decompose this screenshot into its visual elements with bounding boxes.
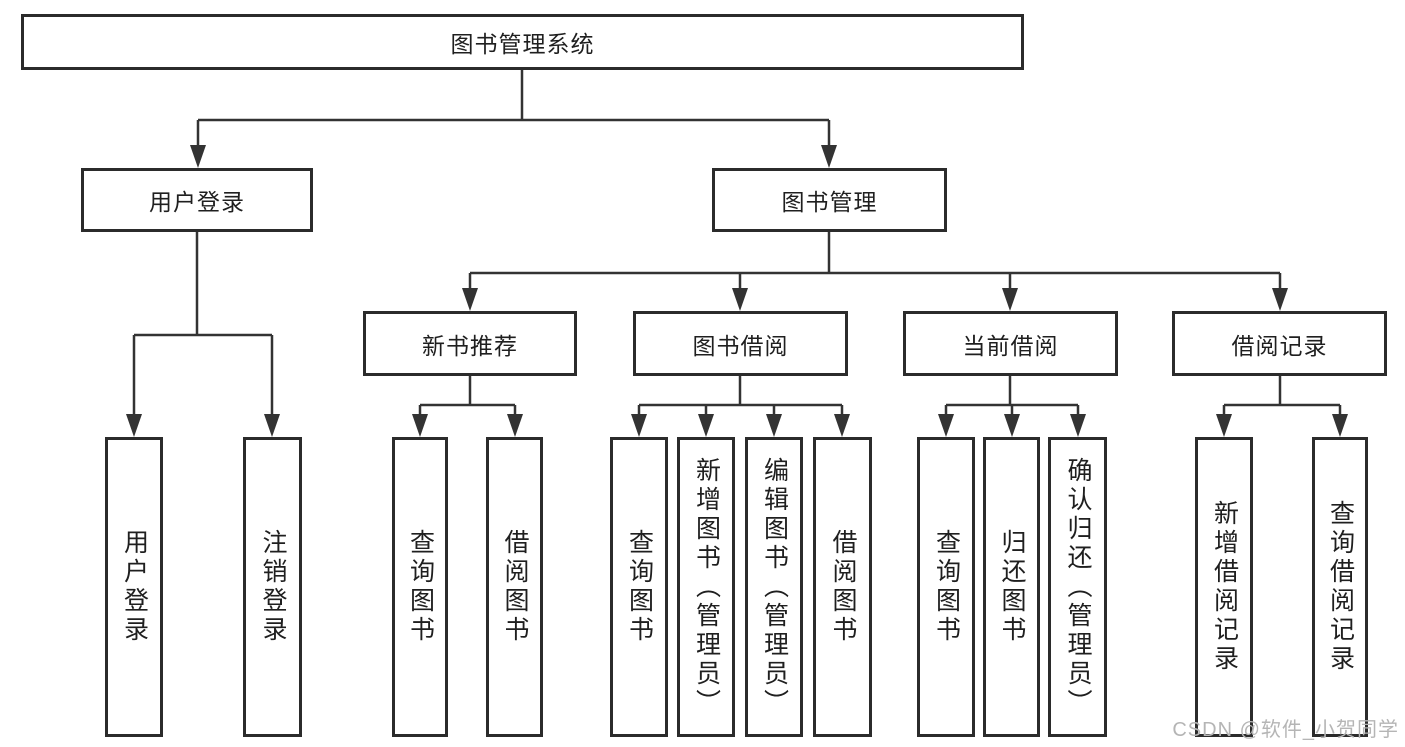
node-query-books-recommend: 查询图书: [392, 437, 448, 737]
node-logout: 注销登录: [243, 437, 302, 737]
leaf-label: 新增图书（管理员）: [692, 456, 721, 718]
leaf-label: 归还图书: [998, 529, 1026, 645]
node-borrow-books-recommend: 借阅图书: [486, 437, 543, 737]
node-return-books: 归还图书: [983, 437, 1040, 737]
node-add-borrow-record: 新增借阅记录: [1195, 437, 1253, 737]
csdn-watermark: CSDN @软件_小贺同学: [1172, 719, 1399, 741]
node-edit-books-admin: 编辑图书（管理员）: [745, 437, 803, 737]
leaf-label: 确认归还（管理员）: [1064, 456, 1092, 718]
leaf-label: 借阅图书: [829, 529, 857, 645]
node-root: 图书管理系统: [21, 14, 1024, 70]
node-book-borrowing: 图书借阅: [633, 311, 848, 376]
node-borrow-books-borrowing: 借阅图书: [813, 437, 872, 737]
node-new-book-recommend: 新书推荐: [363, 311, 577, 376]
leaf-label: 注销登录: [259, 529, 287, 645]
node-current-borrowing: 当前借阅: [903, 311, 1118, 376]
leaf-label: 查询借阅记录: [1326, 500, 1355, 674]
leaf-label: 查询图书: [932, 529, 961, 645]
node-borrowing-records: 借阅记录: [1172, 311, 1387, 376]
leaf-label: 借阅图书: [501, 529, 529, 645]
node-book-management: 图书管理: [712, 168, 947, 232]
leaf-label: 新增借阅记录: [1210, 500, 1239, 674]
node-query-books-current: 查询图书: [917, 437, 975, 737]
node-add-books-admin: 新增图书（管理员）: [677, 437, 735, 737]
node-user-login: 用户登录: [81, 168, 313, 232]
leaf-label: 用户登录: [120, 529, 149, 645]
node-query-books-borrowing: 查询图书: [610, 437, 668, 737]
leaf-label: 查询图书: [625, 529, 654, 645]
node-user-login-leaf: 用户登录: [105, 437, 163, 737]
leaf-label: 查询图书: [406, 529, 435, 645]
node-query-borrow-record: 查询借阅记录: [1312, 437, 1368, 737]
node-confirm-return-admin: 确认归还（管理员）: [1048, 437, 1107, 737]
leaf-label: 编辑图书（管理员）: [760, 456, 789, 718]
